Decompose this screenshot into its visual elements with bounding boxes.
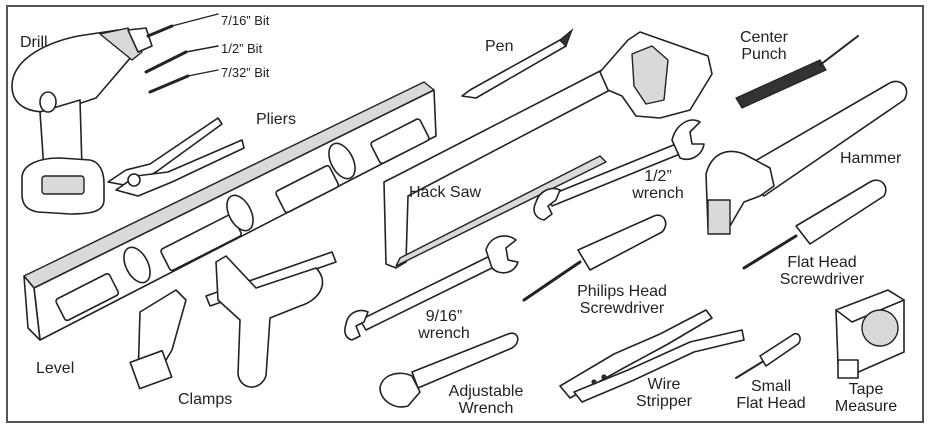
wire-stripper-label: Wire Stripper [628, 376, 700, 410]
hammer-illustration [706, 81, 907, 234]
small-flat-head-line-2: Flat Head [736, 395, 806, 412]
hack-saw-illustration [384, 32, 712, 268]
flat-head-screwdriver-line-1: Flat Head [787, 254, 857, 271]
drill-bits-illustration [146, 14, 218, 92]
level-illustration [24, 82, 436, 340]
drill-illustration [12, 28, 152, 214]
nine-sixteenths-wrench-line-2: wrench [418, 325, 470, 342]
clamps-illustration [130, 252, 336, 389]
flat-head-screwdriver-label: Flat Head Screwdriver [770, 254, 874, 288]
tape-measure-illustration [836, 290, 904, 378]
clamps-label: Clamps [178, 391, 233, 408]
level-label: Level [36, 360, 75, 377]
half-inch-wrench-label: 1/2” wrench [622, 168, 694, 202]
adjustable-wrench-line-1: Adjustable [448, 383, 524, 400]
pen-label: Pen [485, 38, 514, 55]
philips-screwdriver-label: Philips Head Screwdriver [566, 283, 678, 317]
wire-stripper-line-2: Stripper [635, 393, 693, 410]
bit-7-32-label: 7/32” Bit [221, 65, 270, 80]
philips-screwdriver-line-2: Screwdriver [579, 300, 665, 317]
adjustable-wrench-label: Adjustable Wrench [440, 383, 532, 417]
philips-screwdriver-line-1: Philips Head [577, 283, 667, 300]
tape-measure-line-2: Measure [834, 398, 898, 415]
hammer-label: Hammer [840, 150, 902, 167]
nine-sixteenths-wrench-label: 9/16” wrench [412, 308, 476, 342]
pen-illustration [462, 30, 572, 98]
flat-head-screwdriver-line-2: Screwdriver [779, 271, 865, 288]
philips-screwdriver-illustration [524, 215, 666, 300]
half-inch-wrench-illustration [534, 120, 704, 220]
tape-measure-line-1: Tape [848, 381, 884, 398]
half-inch-wrench-line-2: wrench [632, 185, 684, 202]
small-flat-head-label: Small Flat Head [728, 378, 814, 412]
drill-label: Drill [20, 34, 48, 51]
nine-sixteenths-wrench-line-1: 9/16” [425, 308, 463, 325]
center-punch-illustration [736, 36, 858, 108]
small-flat-head-illustration [736, 334, 800, 378]
bit-7-16-label: 7/16” Bit [221, 13, 270, 28]
center-punch-line-1: Center [739, 29, 789, 46]
wire-stripper-line-1: Wire [647, 376, 681, 393]
nine-sixteenths-wrench-illustration [345, 236, 518, 340]
pliers-illustration [108, 118, 244, 196]
half-inch-wrench-line-1: 1/2” [644, 168, 672, 185]
pliers-label: Pliers [256, 111, 297, 128]
bit-1-2-label: 1/2” Bit [221, 41, 263, 56]
small-flat-head-line-1: Small [750, 378, 791, 395]
tape-measure-label: Tape Measure [828, 381, 904, 415]
center-punch-line-2: Punch [741, 46, 787, 63]
center-punch-label: Center Punch [728, 29, 800, 63]
flat-head-screwdriver-illustration [744, 180, 886, 268]
hack-saw-label: Hack Saw [409, 184, 482, 201]
wire-stripper-illustration [560, 310, 744, 402]
adjustable-wrench-line-2: Wrench [458, 400, 514, 417]
adjustable-wrench-illustration [380, 333, 518, 407]
